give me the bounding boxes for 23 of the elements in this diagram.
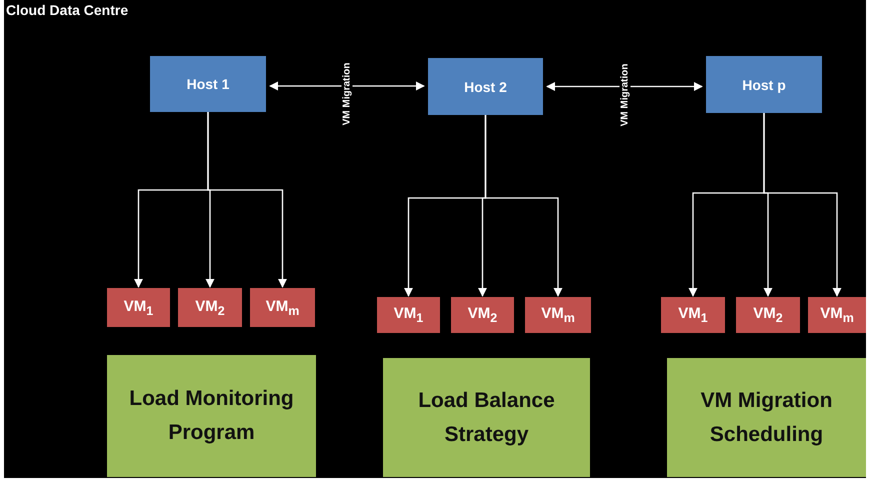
vm-box: VM$_{m}$ — [250, 288, 315, 327]
arrow — [484, 115, 563, 297]
arrow — [546, 82, 703, 92]
host-box: Host 1 — [150, 56, 266, 112]
host-box: Host p — [706, 56, 822, 113]
vm-box: VM$_{1}$ — [107, 288, 170, 327]
edge-label: VM Migration — [619, 61, 630, 128]
arrow — [269, 81, 425, 91]
vm-box: VM$_{m}$ — [525, 297, 591, 333]
vm-box: VM$_{2}$ — [178, 288, 242, 327]
host-box: Host 2 — [428, 58, 543, 115]
module-box: Load Monitoring Program — [107, 355, 316, 477]
vm-box: VM$_{m}$ — [808, 297, 866, 333]
arrow — [207, 112, 288, 288]
module-box: Load Balance Strategy — [383, 358, 590, 477]
vm-box: VM$_{2}$ — [451, 297, 514, 333]
vm-box: VM$_{1}$ — [377, 297, 440, 333]
arrow — [763, 113, 842, 297]
vm-box: VM$_{2}$ — [736, 297, 800, 333]
module-box: VM Migration Scheduling — [667, 358, 866, 477]
edge-label: VM Migration — [342, 60, 352, 128]
vm-box: VM$_{1}$ — [661, 297, 725, 333]
diagram-title: Cloud Data Centre — [6, 2, 128, 18]
